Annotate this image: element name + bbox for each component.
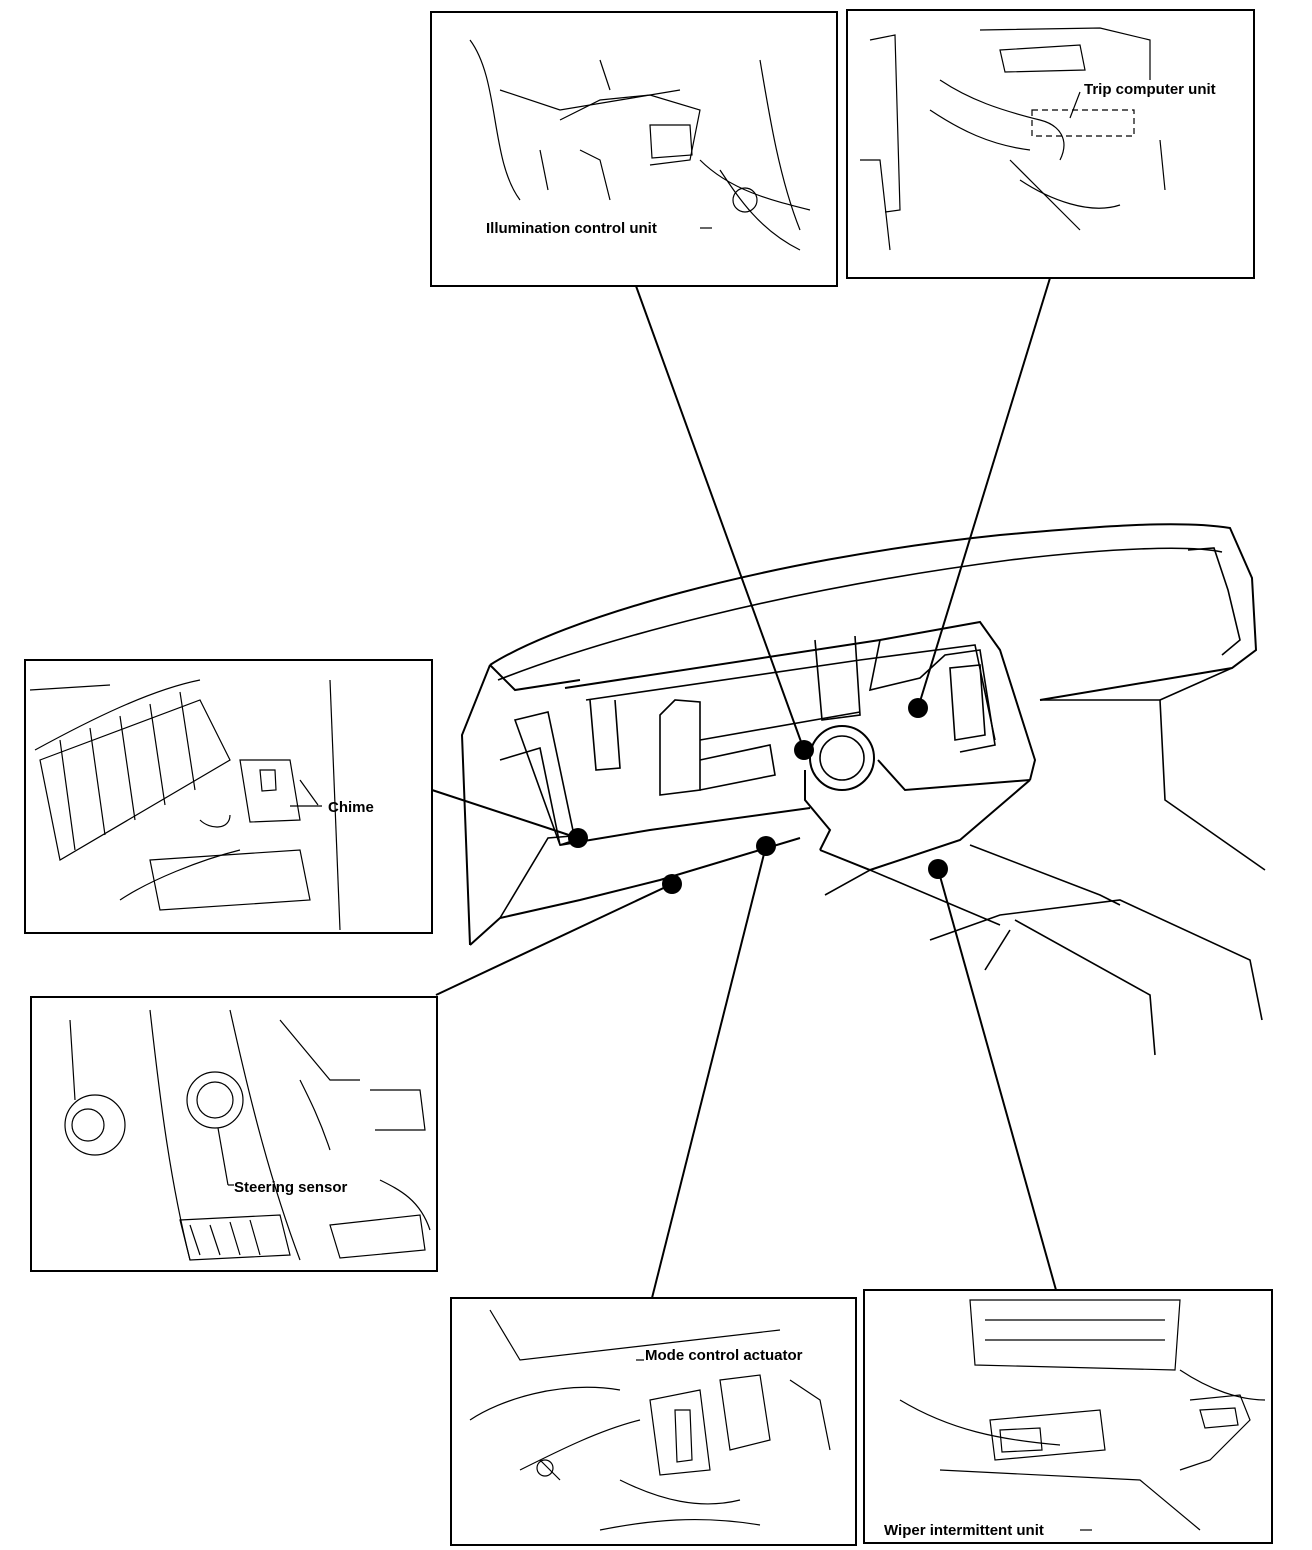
label-chime: Chime bbox=[328, 799, 374, 816]
location-dots bbox=[568, 698, 948, 894]
leader-lines bbox=[431, 277, 1057, 1299]
dot-chime bbox=[568, 828, 588, 848]
dot-illumination bbox=[794, 740, 814, 760]
dot-mode-control bbox=[756, 836, 776, 856]
panel-steering-sensor: Steering sensor bbox=[30, 996, 438, 1272]
label-mode-control-actuator: Mode control actuator bbox=[645, 1347, 803, 1364]
dot-steering-sensor bbox=[662, 874, 682, 894]
panel-chime: Chime bbox=[24, 659, 433, 934]
panel-trip-computer-unit: Trip computer unit bbox=[846, 9, 1255, 279]
label-wiper-intermittent-unit: Wiper intermittent unit bbox=[884, 1522, 1044, 1539]
label-trip-computer-unit: Trip computer unit bbox=[1084, 81, 1216, 98]
label-illumination-control-unit: Illumination control unit bbox=[486, 220, 657, 237]
dot-wiper bbox=[928, 859, 948, 879]
panel-illumination-control-unit: Illumination control unit bbox=[430, 11, 838, 287]
dashboard-drawing bbox=[460, 523, 1266, 1056]
panel-mode-control-actuator: Mode control actuator bbox=[450, 1297, 857, 1546]
dot-trip-computer bbox=[908, 698, 928, 718]
panel-wiper-intermittent-unit: Wiper intermittent unit bbox=[863, 1289, 1273, 1544]
label-steering-sensor: Steering sensor bbox=[234, 1179, 348, 1196]
